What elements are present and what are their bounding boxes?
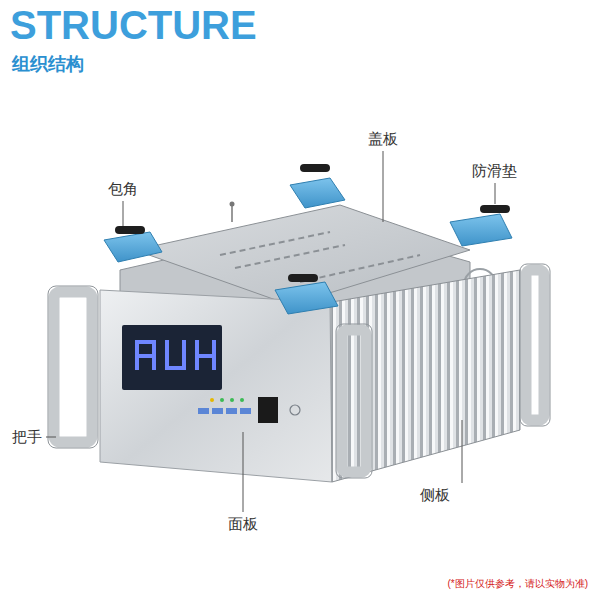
title: STRUCTURE: [10, 2, 257, 48]
part-name: 侧板: [420, 486, 450, 503]
part-name: 面板: [228, 515, 258, 532]
part-name: 防滑垫: [472, 162, 517, 179]
handle-edge: [48, 264, 550, 478]
caption: (*图片仅供参考，请以实物为准): [447, 578, 588, 590]
front-buttons: [198, 398, 251, 414]
leader-line: [46, 151, 495, 512]
anti-slip-pad: [115, 164, 510, 282]
display-screen: [122, 325, 222, 390]
part-name: 包角: [108, 180, 138, 197]
power-switch: [258, 397, 278, 423]
display-glow: [135, 340, 216, 370]
power-icon: [290, 405, 300, 415]
corner-piece: [104, 178, 512, 314]
front-panel: [100, 290, 332, 482]
part-name: 盖板: [368, 130, 398, 147]
handle: [54, 270, 544, 472]
part-name: 把手: [12, 428, 42, 445]
side-panel: [332, 270, 520, 482]
subtitle: 组织结构: [12, 54, 84, 75]
